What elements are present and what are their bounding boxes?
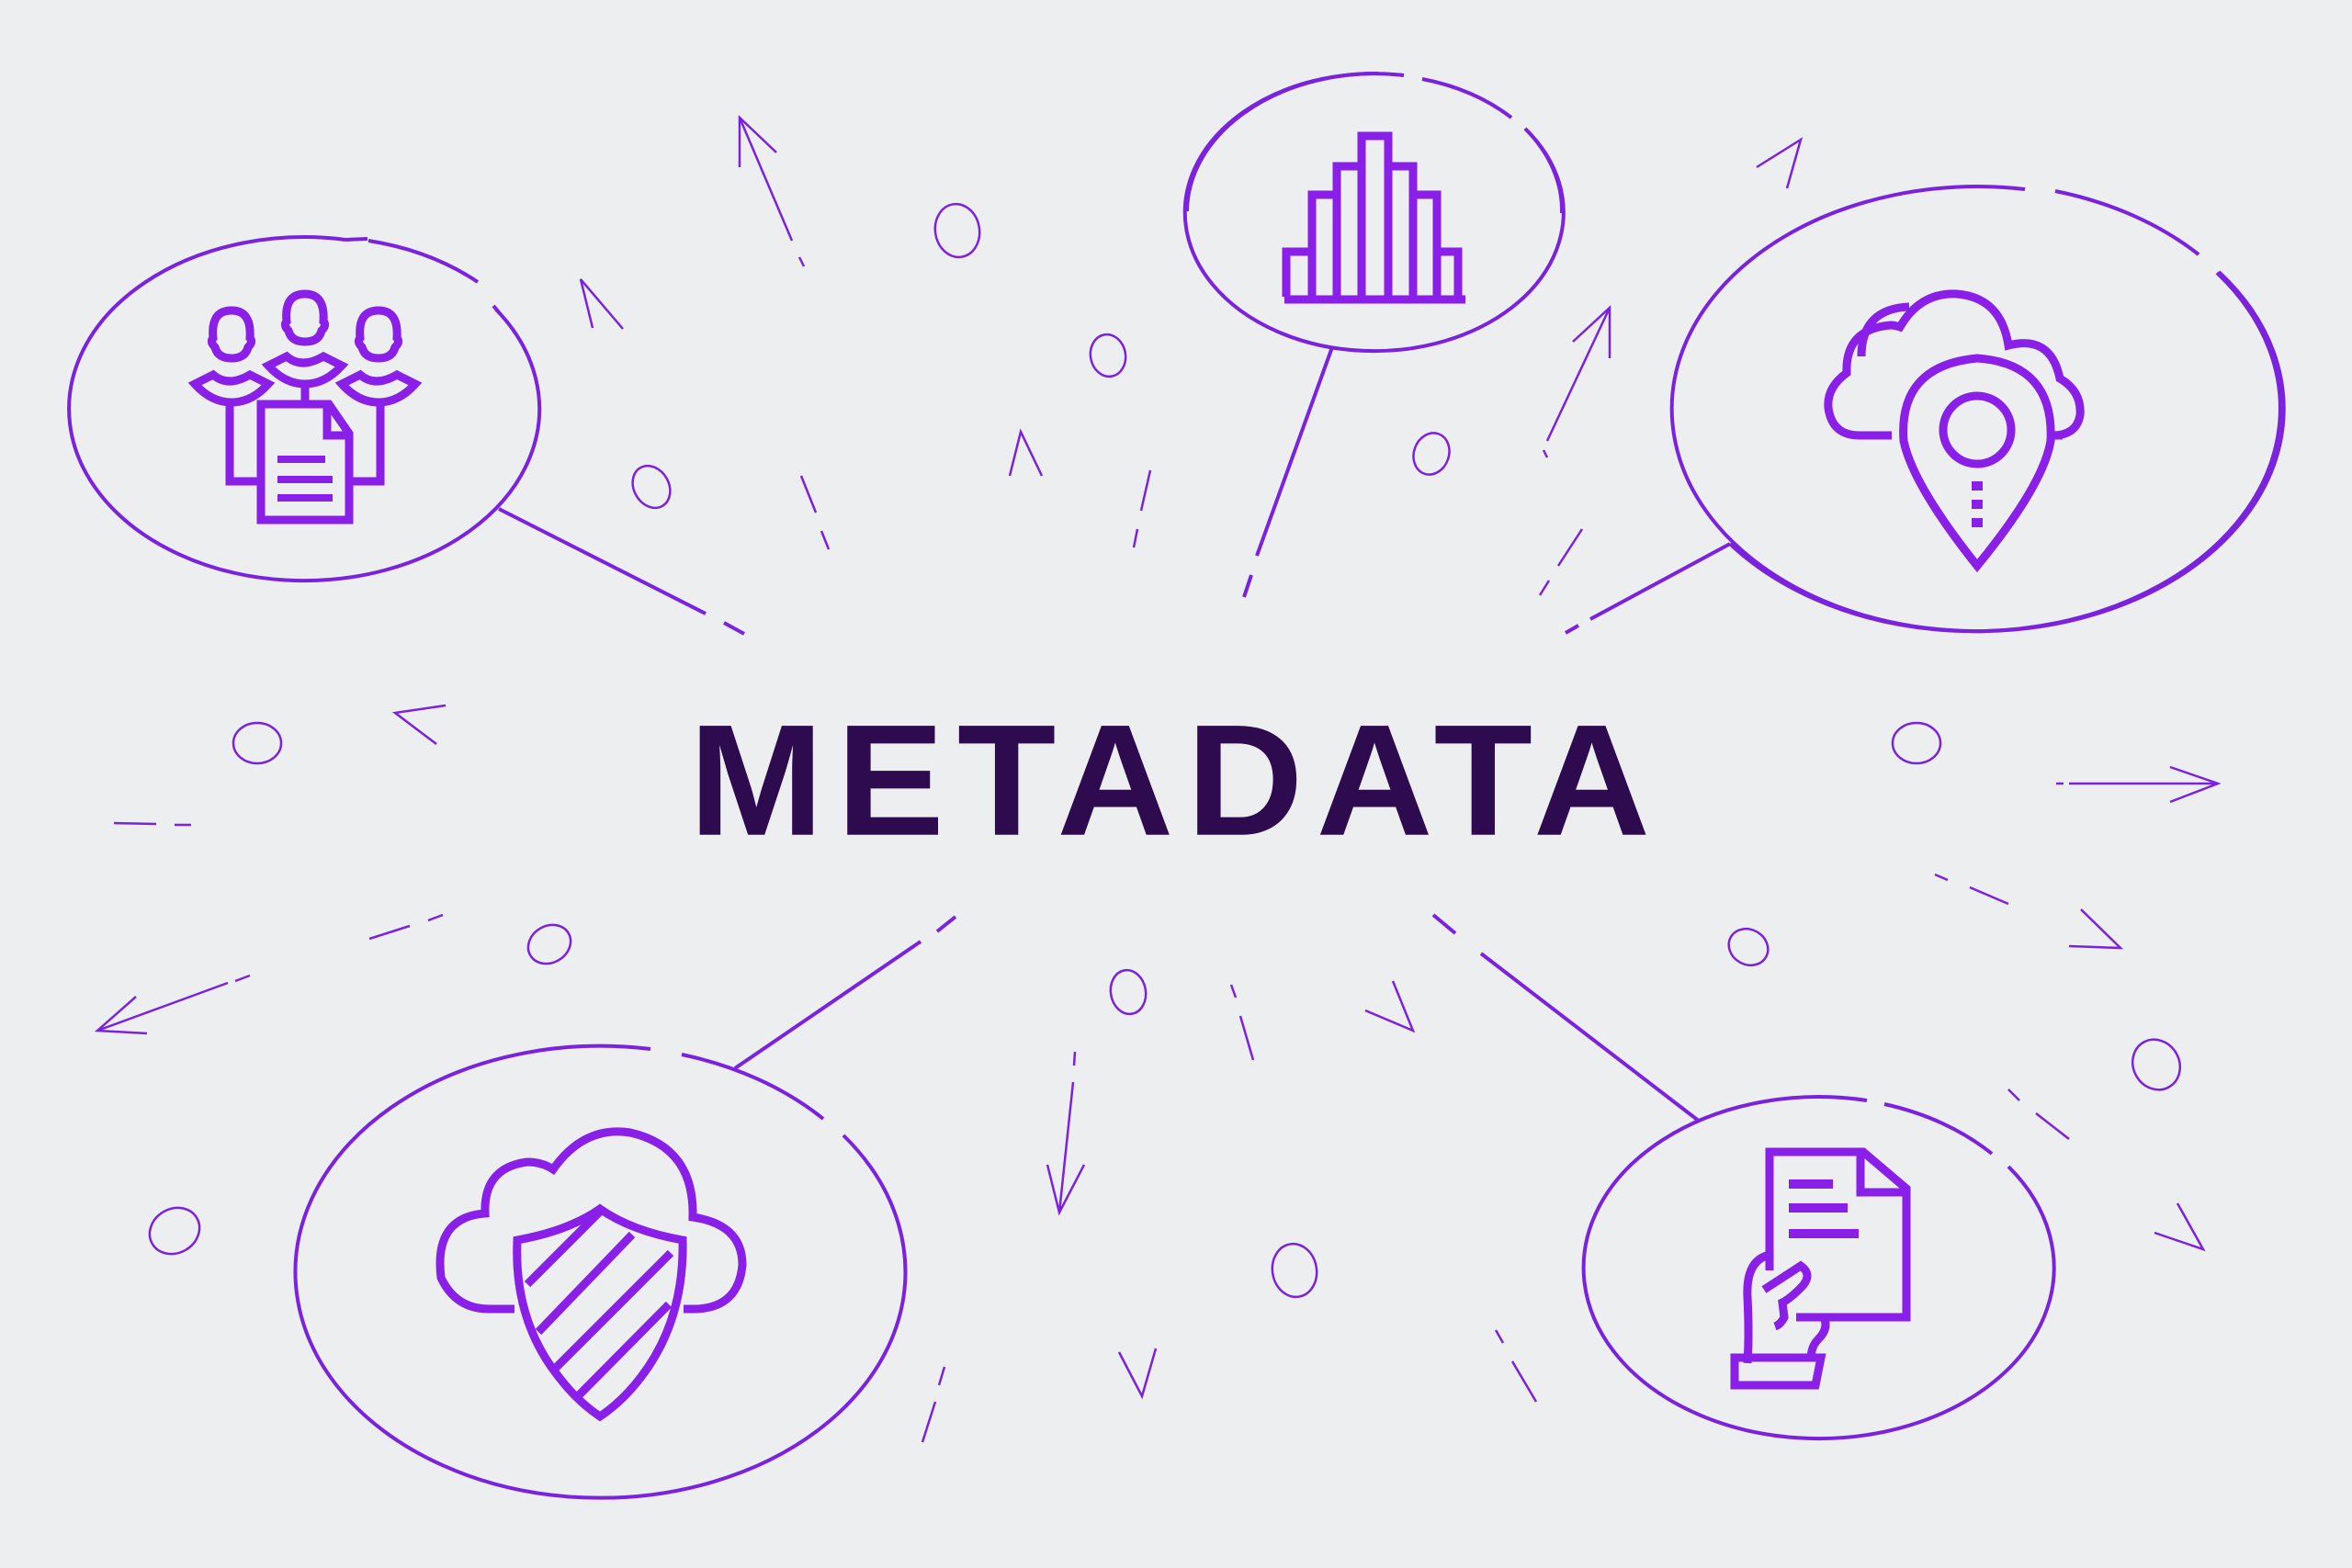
node-top-right [1565,185,2286,635]
arrow-icon [2056,765,2222,804]
connector-line [1589,542,1731,621]
circle-icon [232,721,283,765]
connector-line [1479,952,1702,1123]
circle-icon [148,1206,201,1256]
arrow-icon [1046,1051,1086,1216]
arrow-icon [94,974,251,1035]
cloud-shield-icon [435,1127,747,1422]
node-ellipse [293,1043,908,1500]
connector-line [1255,346,1334,557]
arrow-icon [1364,980,1416,1033]
node-top-left [67,235,745,636]
node-bottom-left [293,915,957,1500]
cloud-location-pin-icon [1824,289,2085,573]
arrow-icon [1008,428,1044,477]
circle-icon [631,464,672,510]
circle-icon [1089,333,1127,378]
people-document-icon [187,289,423,525]
circle-icon [526,923,572,965]
circle-icon [933,202,981,259]
bar-chart-icon [1282,131,1465,304]
node-ellipse [67,235,542,583]
circle-icon [1727,927,1770,967]
circle-icon [1271,1242,1318,1299]
circle-icon [1109,968,1148,1016]
node-top-center [1182,71,1566,598]
arrow-icon [2068,908,2124,950]
circle-icon [1891,721,1942,765]
arrow-icon [579,278,624,330]
arrow-icon [391,704,447,745]
dash-marks [113,469,2070,1443]
arrow-icon [1117,1348,1158,1400]
circle-marks [148,202,2182,1299]
arrow-icon [1542,305,1611,458]
node-ellipse [1581,1095,2056,1441]
decorative-elements [94,115,2222,1443]
circle-icon [1412,432,1451,476]
circle-icon [2131,1038,2182,1091]
connector-line [498,507,707,615]
hand-holding-document-icon [1730,1147,1911,1390]
connector-line [733,940,922,1070]
arrow-icon [738,115,806,267]
page-title: METADATA [688,692,1664,870]
node-bottom-right [1431,913,2056,1441]
arrow-icon [2154,1202,2206,1252]
arrow-icon [1756,137,1804,189]
